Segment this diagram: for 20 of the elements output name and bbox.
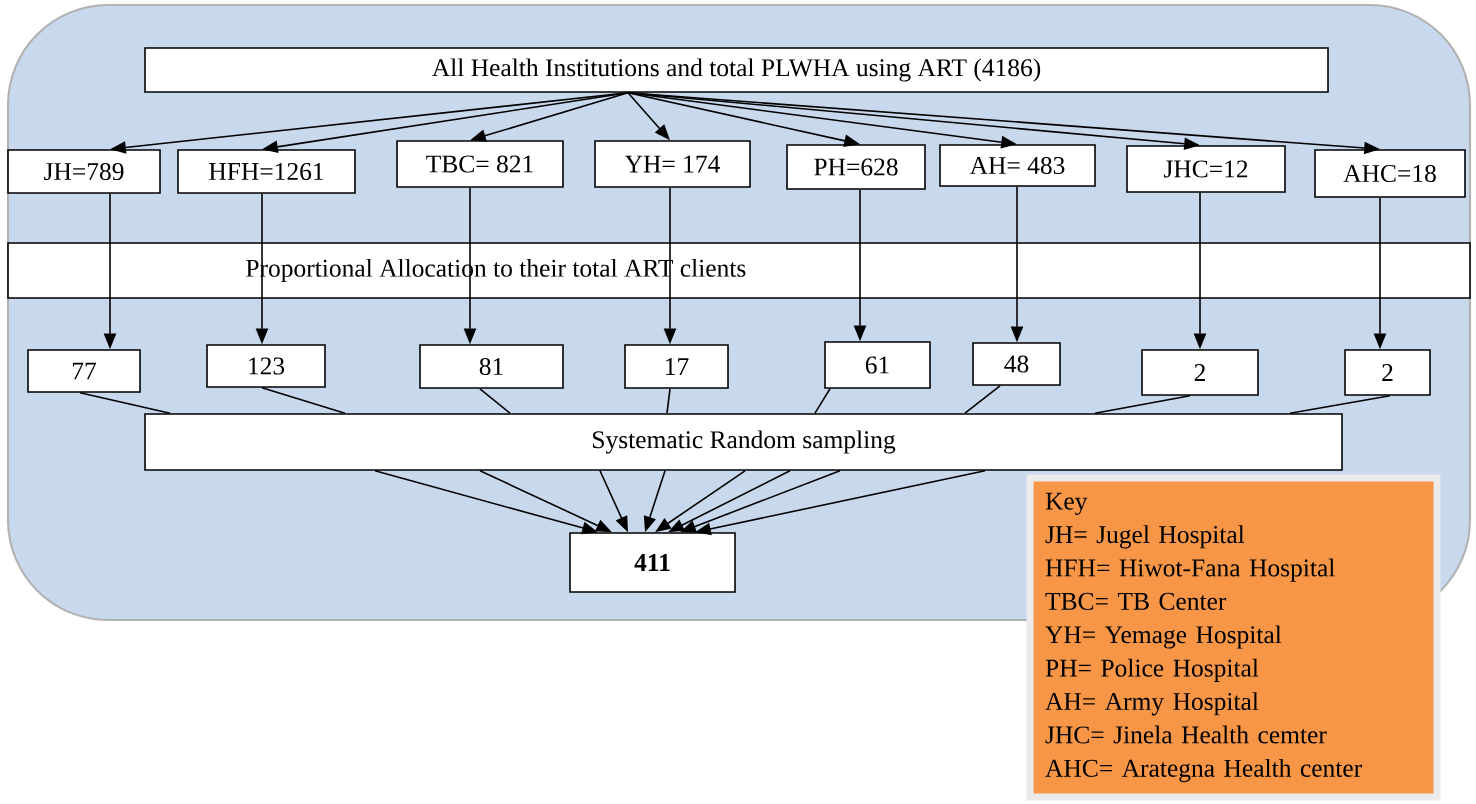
- count-box: 123: [206, 344, 326, 388]
- count-box: 17: [624, 344, 729, 389]
- count-box: 48: [972, 342, 1061, 386]
- count-box: JH=789: [7, 149, 161, 194]
- process-box: All Health Institutions and total PLWHA using ART (4186): [144, 47, 1329, 93]
- result-box: 411: [569, 532, 736, 593]
- count-box: PH=628: [786, 144, 926, 190]
- key-box: Key JH= Jugel Hospital HFH= Hiwot-Fana Hospital TBC= TB Center YH= Yemage Hospital PH= Police Hospital AH= Army Hospital JHC= Jinela Health cemter AHC= Arategna Health center: [1026, 474, 1441, 801]
- count-box: 77: [27, 349, 141, 393]
- count-box: AHC=18: [1314, 149, 1466, 198]
- count-box: HFH=1261: [177, 149, 356, 194]
- count-box: YH= 174: [594, 140, 751, 188]
- count-box: 81: [419, 344, 564, 389]
- count-box: JHC=12: [1126, 145, 1286, 193]
- count-box: 61: [824, 341, 931, 389]
- count-box: AH= 483: [939, 144, 1096, 187]
- count-box: 2: [1141, 349, 1259, 396]
- count-box: 2: [1344, 349, 1431, 396]
- count-box: TBC= 821: [396, 140, 564, 188]
- process-box: Systematic Random sampling: [144, 413, 1343, 471]
